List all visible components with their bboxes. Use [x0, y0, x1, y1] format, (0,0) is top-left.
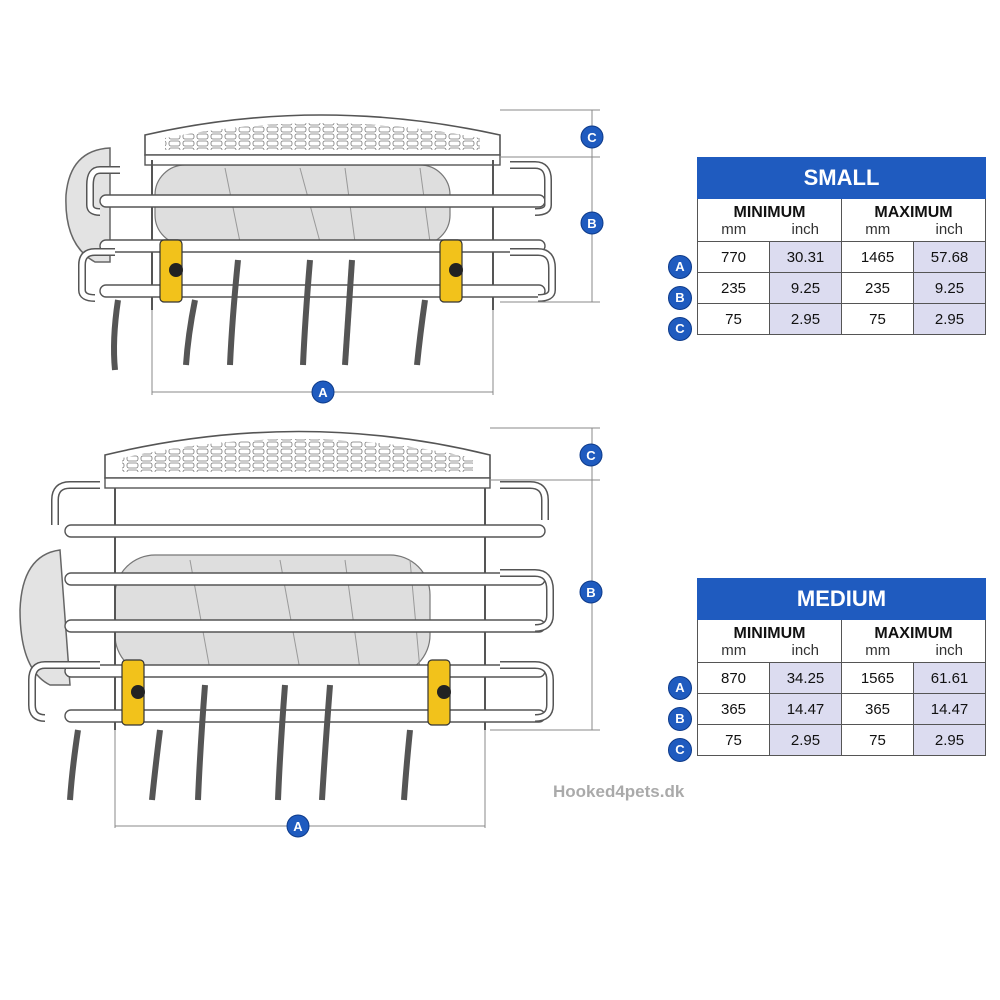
small-label-b: B — [580, 211, 604, 235]
watermark-text: Hooked4pets.dk — [553, 782, 685, 801]
small-rack-drawing — [65, 114, 556, 371]
table-row: 870 34.25 1565 61.61 — [697, 662, 987, 694]
table-row: 770 30.31 1465 57.68 — [697, 241, 987, 273]
small-c-max-inch: 2.95 — [912, 303, 987, 335]
medium-label-c: C — [579, 443, 603, 467]
table-row: 75 2.95 75 2.95 — [697, 724, 987, 756]
medium-b-max-mm: 365 — [841, 693, 914, 725]
small-min-inch-header: inch — [769, 221, 842, 242]
medium-a-min-mm: 870 — [697, 662, 770, 694]
small-max-mm-header: mm — [841, 221, 914, 242]
medium-c-min-mm: 75 — [697, 724, 770, 756]
medium-label-b-text: B — [586, 585, 595, 600]
small-b-min-inch: 9.25 — [769, 272, 842, 304]
small-row-label-a: A — [668, 255, 692, 279]
medium-a-min-inch: 34.25 — [769, 662, 842, 694]
small-b-max-inch: 9.25 — [912, 272, 987, 304]
small-label-a-text: A — [318, 385, 328, 400]
medium-b-max-inch: 14.47 — [912, 693, 987, 725]
medium-row-label-b: B — [668, 707, 692, 731]
medium-c-min-inch: 2.95 — [769, 724, 842, 756]
medium-max-inch-header: inch — [913, 642, 987, 663]
small-c-min-inch: 2.95 — [769, 303, 842, 335]
table-row: 235 9.25 235 9.25 — [697, 272, 987, 304]
medium-row-label-a: A — [668, 676, 692, 700]
medium-table-title: MEDIUM — [696, 578, 987, 620]
small-a-max-mm: 1465 — [841, 241, 914, 273]
small-c-min-mm: 75 — [697, 303, 770, 335]
medium-a-max-mm: 1565 — [841, 662, 914, 694]
small-spec-table: SMALL MINIMUM MAXIMUM mm inch mm inch 77… — [696, 157, 987, 335]
small-minimum-header: MINIMUM — [697, 198, 842, 221]
small-maximum-header: MAXIMUM — [840, 198, 987, 221]
small-table-title: SMALL — [696, 157, 987, 199]
small-a-min-inch: 30.31 — [769, 241, 842, 273]
small-c-max-mm: 75 — [841, 303, 914, 335]
medium-b-min-inch: 14.47 — [769, 693, 842, 725]
medium-min-mm-header: mm — [697, 642, 770, 663]
small-label-b-text: B — [587, 216, 596, 231]
medium-a-max-inch: 61.61 — [912, 662, 987, 694]
small-b-min-mm: 235 — [697, 272, 770, 304]
medium-label-a: A — [286, 814, 310, 838]
medium-min-inch-header: inch — [769, 642, 842, 663]
small-label-a: A — [311, 380, 335, 404]
medium-label-c-text: C — [586, 448, 596, 463]
small-min-mm-header: mm — [697, 221, 770, 242]
table-row: 75 2.95 75 2.95 — [697, 303, 987, 335]
medium-maximum-header: MAXIMUM — [840, 619, 987, 642]
small-a-max-inch: 57.68 — [912, 241, 987, 273]
small-label-c-text: C — [587, 130, 597, 145]
medium-c-max-inch: 2.95 — [912, 724, 987, 756]
medium-label-a-text: A — [293, 819, 303, 834]
small-b-max-mm: 235 — [841, 272, 914, 304]
small-label-c: C — [580, 125, 604, 149]
small-row-label-c: C — [668, 317, 692, 341]
medium-row-label-c: C — [668, 738, 692, 762]
small-max-inch-header: inch — [913, 221, 987, 242]
medium-b-min-mm: 365 — [697, 693, 770, 725]
small-row-label-b: B — [668, 286, 692, 310]
medium-minimum-header: MINIMUM — [697, 619, 842, 642]
medium-spec-table: MEDIUM MINIMUM MAXIMUM mm inch mm inch 8… — [696, 578, 987, 756]
medium-max-mm-header: mm — [841, 642, 914, 663]
medium-c-max-mm: 75 — [841, 724, 914, 756]
small-a-min-mm: 770 — [697, 241, 770, 273]
medium-label-b: B — [579, 580, 603, 604]
table-row: 365 14.47 365 14.47 — [697, 693, 987, 725]
medium-rack-drawing — [19, 430, 554, 801]
